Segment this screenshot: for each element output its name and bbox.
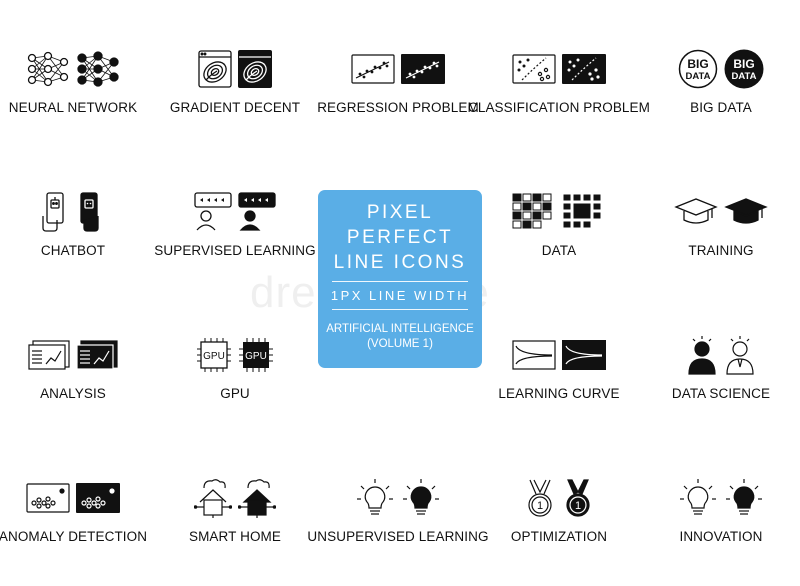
lightbulb-icon [403,479,439,515]
icon-big-data[interactable]: BIG DATA BIG DATA BIG DATA [641,47,800,157]
icon-training[interactable]: TRAINING [641,190,800,300]
icon-label: CHATBOT [40,243,106,258]
supervised-learning-icon [238,192,276,231]
classification-icon [562,54,606,84]
icon-label: CLASSIFICATION PROBLEM [468,100,650,115]
learning-curve-icon [562,340,606,370]
divider [332,281,468,282]
icon-label: GPU [220,386,250,401]
icon-label: GRADIENT DECENT [169,100,301,115]
gpu-chip-text: GPU [245,351,267,362]
data-blocks-icon [512,193,552,229]
icon-label: SMART HOME [188,529,281,544]
medal-number: 1 [537,500,543,512]
title-panel: PIXEL PERFECT LINE ICONS 1PX LINE WIDTH … [318,190,482,368]
lightbulb-icon [357,479,393,515]
icon-data[interactable]: DATA [479,190,639,300]
medal-icon: 1 [566,479,590,517]
icon-supervised-learning[interactable]: SUPERVISED LEARNING [154,190,316,300]
data-scientist-icon [726,336,754,375]
analysis-chart-icon [76,340,118,370]
icon-innovation[interactable]: INNOVATION [641,476,800,586]
neural-network-icon [27,51,69,87]
medal-icon: 1 [528,479,552,517]
title-line-1: PIXEL PERFECT [346,202,454,248]
icon-gradient-descent[interactable]: GRADIENT DECENT [155,47,315,157]
regression-icon [351,54,395,84]
icon-smart-home[interactable]: SMART HOME [155,476,315,586]
neural-network-icon [77,51,119,87]
big-data-badge-text: DATA [732,71,757,82]
data-blocks-icon [562,193,602,229]
graduation-cap-icon [674,198,718,224]
data-scientist-icon [688,336,716,375]
gradient-descent-icon [198,50,232,88]
medal-number: 1 [575,500,581,512]
icon-unsupervised-learning[interactable]: UNSUPERVISED LEARNING [307,476,488,586]
learning-curve-icon [512,340,556,370]
icon-analysis[interactable]: ANALYSIS [0,333,153,443]
icon-label: ANALYSIS [40,386,106,401]
smart-home-icon [194,479,232,518]
icon-regression[interactable]: REGRESSION PROBLEM [317,47,479,157]
big-data-badge-text: BIG [733,57,754,71]
graduation-cap-icon [724,198,768,224]
icon-label: SUPERVISED LEARNING [154,243,316,258]
big-data-icon: BIG DATA [678,49,718,89]
volume-label: (VOLUME 1) [367,338,433,350]
chatbot-icon [42,192,64,232]
line-width-label: 1PX LINE WIDTH [330,288,470,303]
icon-data-science[interactable]: DATA SCIENCE [641,333,800,443]
classification-icon [512,54,556,84]
icon-label: NEURAL NETWORK [8,100,138,115]
idea-bulb-icon [680,479,716,515]
icon-label: LEARNING CURVE [498,386,620,401]
icon-label: DATA SCIENCE [671,386,771,401]
icon-label: ANOMALY DETECTION [0,529,148,544]
subject-label: ARTIFICIAL INTELLIGENCE [326,323,474,335]
gpu-chip-icon: GPU [239,338,273,372]
icon-label: INNOVATION [679,529,763,544]
icon-learning-curve[interactable]: LEARNING CURVE [479,333,639,443]
big-data-badge-text: BIG [687,57,708,71]
icon-gpu[interactable]: GPU GPU GPU [155,333,315,443]
smart-home-icon [238,479,276,518]
icon-neural-network[interactable]: NEURAL NETWORK [0,47,153,157]
icon-label: OPTIMIZATION [510,529,608,544]
analysis-chart-icon [28,340,70,370]
icon-label: BIG DATA [690,100,752,115]
anomaly-detection-icon [76,483,120,513]
icon-anomaly-detection[interactable]: ANOMALY DETECTION [0,476,153,586]
icon-label: UNSUPERVISED LEARNING [307,529,489,544]
gpu-chip-icon: GPU [197,338,231,372]
icon-label: REGRESSION PROBLEM [317,100,479,115]
chatbot-icon [80,192,99,232]
regression-icon [401,54,445,84]
big-data-icon: BIG DATA [724,49,764,89]
big-data-badge-text: DATA [686,71,711,82]
anomaly-detection-icon [26,483,70,513]
idea-bulb-icon [726,479,762,515]
icon-optimization[interactable]: 1 1 OPTIMIZATION [479,476,639,586]
gradient-descent-icon [238,50,272,88]
divider [332,309,468,310]
icon-label: DATA [541,243,577,258]
icon-chatbot[interactable]: CHATBOT [0,190,153,300]
gpu-chip-text: GPU [203,351,225,362]
supervised-learning-icon [194,192,232,231]
icon-classification[interactable]: CLASSIFICATION PROBLEM [468,47,650,157]
icon-label: TRAINING [688,243,754,258]
title-line-2: LINE ICONS [333,252,467,273]
